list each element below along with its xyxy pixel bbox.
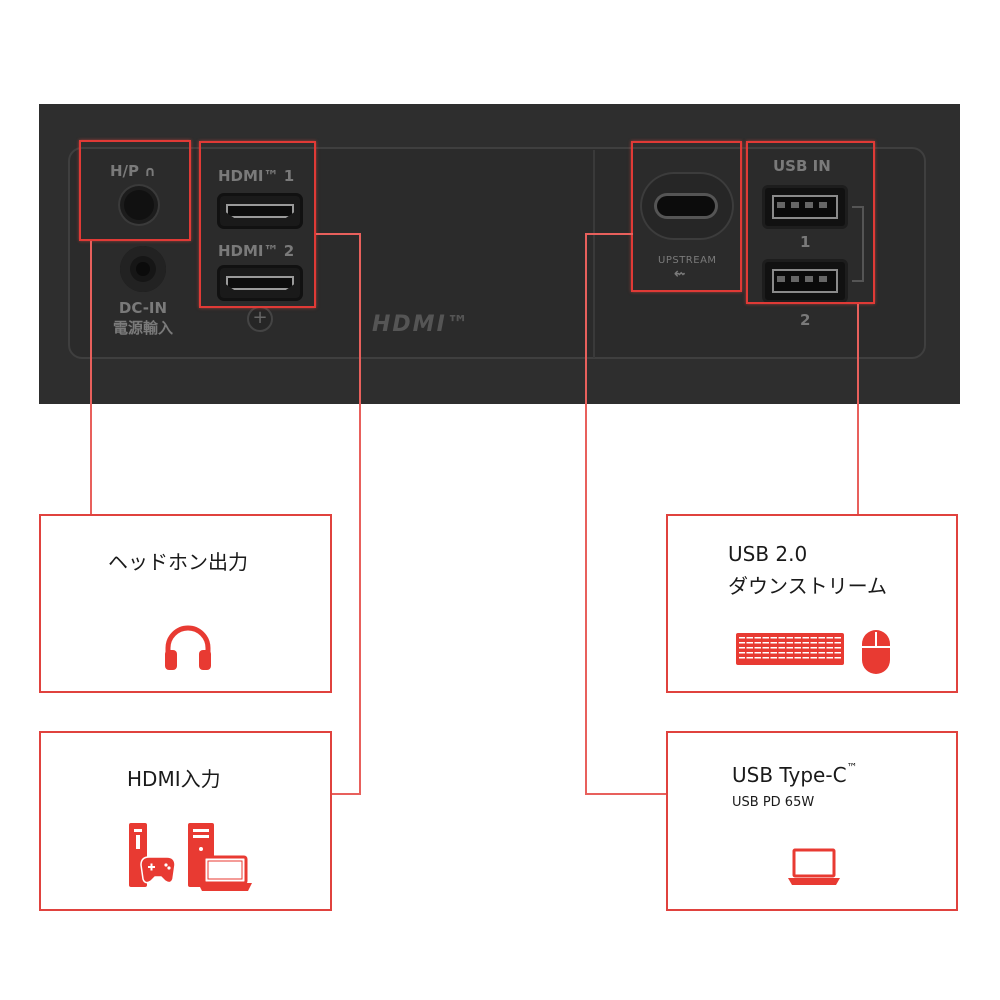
usb-a-highlight-frame <box>746 141 875 304</box>
game-console-icon <box>129 823 176 887</box>
desktop-pc-icon <box>188 823 252 891</box>
panel-divider <box>593 150 595 358</box>
hdmi2-label: HDMI™ 2 <box>218 242 295 260</box>
usb-in-label: USB IN <box>773 157 831 175</box>
usb-bracket <box>852 206 864 282</box>
laptop-icon <box>788 848 840 885</box>
hp-connector-line <box>90 241 92 515</box>
upstream-label: UPSTREAM <box>658 255 717 266</box>
dc-in-label: DC-IN <box>118 299 168 317</box>
usba-connector-line <box>857 304 859 514</box>
usb2-label: 2 <box>800 311 811 329</box>
usb-a-port-2 <box>765 262 845 300</box>
usb-a-port-1 <box>765 188 845 226</box>
headphone-callout: ヘッドホン出力 <box>39 514 332 693</box>
port-recess <box>68 147 926 359</box>
dc-in-jack <box>120 246 166 292</box>
usb1-label: 1 <box>800 233 811 251</box>
hdmi-callout: HDMI入力 <box>39 731 332 911</box>
hdmi1-label: HDMI™ 1 <box>218 167 295 185</box>
usb-c-callout-subtitle: USB PD 65W <box>732 795 815 810</box>
hdmi1-port <box>220 196 300 226</box>
hdmi-callout-title: HDMI入力 <box>127 767 221 791</box>
hp-label: H/P ∩ <box>110 162 156 181</box>
usb-downstream-title-line1: USB 2.0 <box>728 542 808 566</box>
usb-c-callout-title: USB Type-C™ <box>732 761 858 787</box>
hdmi-connector-line-c <box>331 793 361 795</box>
laptop-icon <box>198 855 252 891</box>
hdmi-connector-line-b <box>359 233 361 795</box>
headphones-icon <box>165 625 211 670</box>
usb-c-callout: USB Type-C™ USB PD 65W <box>666 731 958 911</box>
hdmi-highlight-frame <box>199 141 316 308</box>
dc-in-jp-label: 電源輸入 <box>112 319 173 337</box>
keyboard-icon <box>736 633 844 665</box>
hdmi-logo: HDMI™ <box>372 312 471 337</box>
hdmi2-port <box>220 268 300 298</box>
usbc-connector-line-c <box>585 793 667 795</box>
mouse-icon <box>862 630 890 674</box>
usb-downstream-title-line2: ダウンストリーム <box>728 574 887 598</box>
hdmi-connector-line-a <box>316 233 360 235</box>
usb-c-port <box>657 196 715 216</box>
usb-downstream-callout: USB 2.0 ダウンストリーム <box>666 514 958 693</box>
headphone-jack <box>124 190 154 220</box>
hp-highlight-frame <box>79 140 191 241</box>
usb-c-highlight-frame <box>631 141 742 292</box>
usb-symbol-icon: ⇜ <box>674 266 686 282</box>
usbc-connector-line-a <box>585 233 633 235</box>
headphone-callout-title: ヘッドホン出力 <box>108 550 248 574</box>
screw-icon: + <box>247 306 273 332</box>
usbc-connector-line-b <box>585 233 587 795</box>
